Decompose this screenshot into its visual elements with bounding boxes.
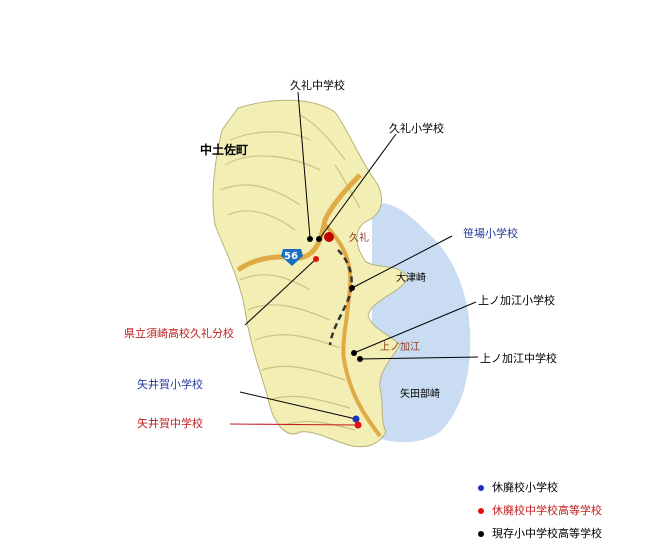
school-label-kaminokae-junior-high: 上ノ加江中学校: [480, 352, 557, 365]
school-label-sasaba-elementary: 笹場小学校: [463, 227, 518, 240]
school-label-yaiga-junior-high: 矢井賀中学校: [137, 417, 203, 430]
place-label-otsuzaki: 大津崎: [396, 273, 426, 284]
legend-label: 休廃校中学校高等学校: [492, 504, 602, 517]
marker-susaki-high-kure: [313, 256, 319, 262]
school-label-susaki-high-kure: 県立須崎高校久礼分校: [124, 327, 234, 340]
school-label-kaminokae-elementary: 上ノ加江小学校: [478, 294, 555, 307]
sea-area: [372, 203, 471, 443]
legend-item: 休廃校小学校: [478, 481, 558, 494]
leader-lines: [229, 91, 479, 426]
legend-item: 現存小中学校高等学校: [478, 527, 602, 540]
legend-label: 現存小中学校高等学校: [492, 527, 602, 540]
town-label: 中土佐町: [200, 143, 249, 157]
route-shield-icon: [281, 249, 303, 266]
place-label-kure: 久礼: [349, 233, 369, 244]
marker-kaminokae-elementary: [351, 350, 357, 356]
marker-yaiga-junior-high: [354, 421, 362, 429]
marker-sasaba-elementary: [349, 285, 355, 291]
school-label-kure-elementary: 久礼小学校: [389, 122, 444, 135]
legend-label: 休廃校小学校: [492, 481, 558, 494]
place-label-kaminokae: 上ノ加江: [380, 342, 420, 353]
marker-kure-town: [324, 232, 334, 242]
marker-kure-junior-high: [307, 236, 313, 242]
railway: [328, 249, 353, 346]
school-label-kure-junior-high: 久礼中学校: [290, 79, 345, 92]
school-label-yaiga-elementary: 矢井賀小学校: [137, 378, 203, 391]
legend-dot-icon: [478, 508, 484, 514]
coastal-road: [236, 173, 362, 273]
place-label-yatabezaki: 矢田部崎: [400, 389, 440, 400]
route-number-label: 56: [284, 251, 298, 262]
legend-dot-icon: [478, 531, 484, 537]
marker-kure-elementary: [316, 236, 322, 242]
marker-kaminokae-junior-high: [357, 356, 363, 362]
marker-yaiga-elementary: [352, 415, 360, 423]
legend-item: 休廃校中学校高等学校: [478, 504, 602, 517]
legend-dot-icon: [478, 485, 484, 491]
south-road: [323, 223, 382, 438]
